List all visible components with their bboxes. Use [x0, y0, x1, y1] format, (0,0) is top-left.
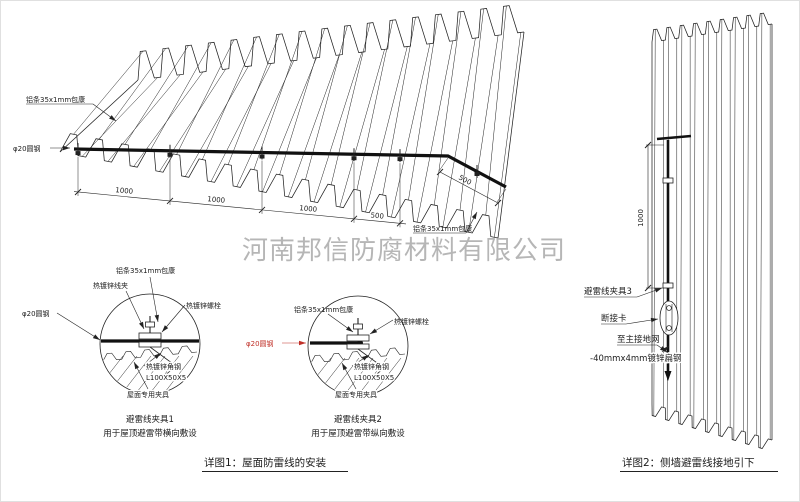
bolt-nut [145, 321, 155, 328]
dim-500-1: 500 [370, 211, 384, 220]
detail-bubble-outline [99, 293, 201, 395]
disconnect-joint [659, 300, 679, 336]
wall-dimension [644, 141, 664, 292]
dim-500-2: 500 [457, 174, 473, 187]
leader-lines [26, 103, 670, 390]
company-watermark: 河南邦信防腐材料有限公司 [242, 236, 566, 266]
disconnect-bolt [666, 325, 672, 331]
ground-arrow [664, 371, 672, 381]
wall-clamp-upper [662, 177, 674, 184]
c2-label-round-steel: φ20圆钢 [246, 339, 274, 348]
roof-dimension-lines [73, 157, 507, 228]
angle-steel-strut [357, 348, 385, 380]
c1-label-bolt: 热镀锌螺栓 [186, 301, 221, 310]
c2-subtitle: 用于屋顶避雷带纵向敷设 [311, 428, 405, 439]
c2-label-angle-steel: 热镀锌角钢 [354, 362, 389, 371]
label-alu-strip-bottom: 铝条35x1mm包康 [413, 224, 472, 233]
label-round-steel-roof: φ20圆钢 [13, 144, 41, 153]
label-clamp3: 避雷线夹具3 [584, 286, 632, 297]
detail2-caption: 详图2：侧墙避雷线接地引下 [622, 456, 755, 469]
wall-clamp-lower [662, 282, 674, 289]
label-alu-strip-top: 铝条35x1mm包康 [26, 95, 85, 104]
dim-1000-1: 1000 [115, 186, 134, 196]
label-flat-steel: -40mmx4mm镀锌扁钢 [590, 353, 681, 364]
detail-bubble-outline [307, 295, 409, 397]
c2-label-fixture: 屋面专用夹具 [335, 390, 377, 399]
dim-1000-vertical: 1000 [637, 209, 645, 227]
c2-title: 避雷线夹具2 [334, 414, 382, 425]
clamp-plate-bottom [346, 343, 370, 350]
angle-steel-strut [149, 346, 177, 378]
clamp-plate-top [346, 334, 370, 342]
c1-label-angle-spec: L100X50X5 [146, 374, 186, 382]
c1-title: 避雷线夹具1 [126, 414, 174, 425]
corrugated-wall-sheet [651, 12, 773, 449]
detail1-caption: 详图1：屋面防雷线的安装 [204, 456, 327, 469]
c1-label-round-steel: φ20圆钢 [22, 309, 50, 318]
c1-label-angle-steel: 热镀锌角钢 [146, 362, 181, 371]
dim-1000-3: 1000 [299, 204, 318, 214]
lightning-wire [73, 147, 507, 189]
dim-1000-2: 1000 [207, 195, 226, 205]
bolt-nut [353, 323, 363, 330]
c1-label-alu: 铝条35x1mm包康 [116, 266, 175, 275]
corrugated-roof-sheet [59, 5, 525, 239]
c2-label-bolt: 热镀锌螺栓 [394, 317, 429, 326]
clamp-plate-bottom [138, 341, 162, 348]
label-to-ground: 至主接地网 [617, 334, 660, 345]
c2-label-alu: 铝条35x1mm包康 [294, 305, 353, 314]
wire-top-bar [656, 134, 692, 141]
c1-label-wire-clip: 热镀锌线夹 [93, 281, 128, 290]
label-disconnect: 断接卡 [601, 313, 627, 324]
disconnect-bolt [666, 305, 672, 311]
wire-clamp-marks [75, 143, 480, 178]
c1-label-fixture: 屋面专用夹具 [127, 390, 169, 399]
c2-label-angle-spec: L100X50X5 [354, 374, 394, 382]
clamp-plate-top [138, 332, 162, 340]
c1-subtitle: 用于屋顶避雷带横向敷设 [103, 428, 197, 439]
